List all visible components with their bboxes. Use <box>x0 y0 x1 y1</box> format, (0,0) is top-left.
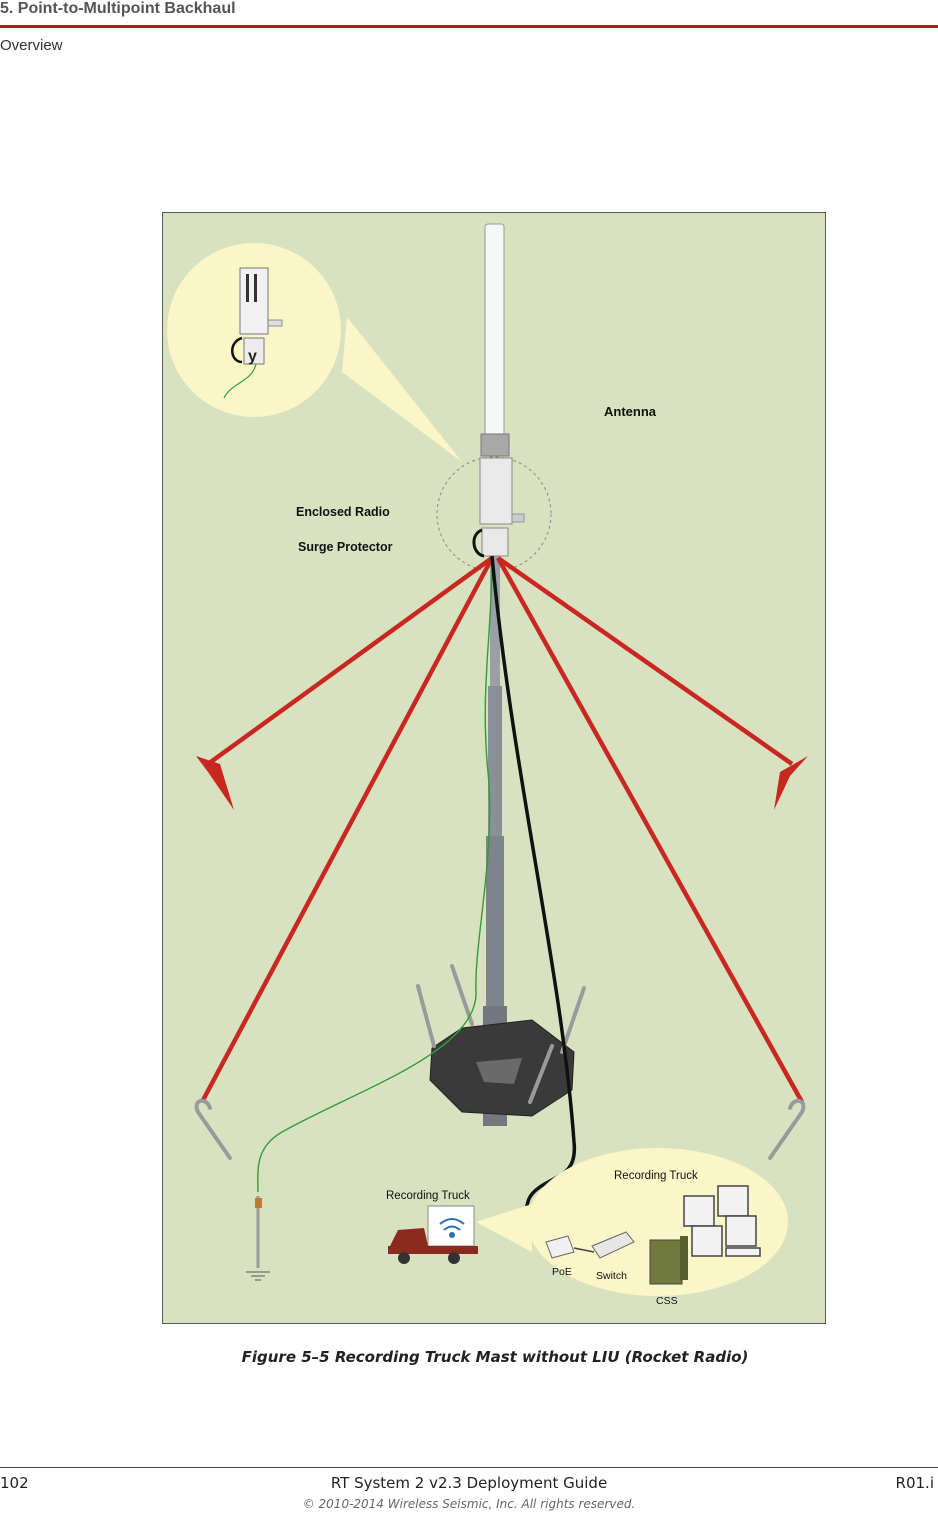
zoom-callout-radio: y <box>167 243 462 462</box>
surge-protector-label: Surge Protector <box>298 540 393 554</box>
switch-label: Switch <box>596 1270 627 1282</box>
enclosed-radio-label: Enclosed Radio <box>296 505 390 519</box>
chapter-title: 5. Point-to-Multipoint Backhaul <box>0 0 236 17</box>
zoom-callout-truck <box>476 1148 788 1296</box>
css-label: CSS <box>656 1295 678 1307</box>
guy-anchor-stakes <box>196 756 808 810</box>
header-rule <box>0 25 938 28</box>
copyright-notice: © 2010-2014 Wireless Seismic, Inc. All r… <box>302 1497 636 1511</box>
section-subtitle: Overview <box>0 37 63 54</box>
wifi-icon <box>439 1218 465 1238</box>
figure-caption: Figure 5–5 Recording Truck Mast without … <box>241 1348 749 1366</box>
mast-diagram-figure: y <box>162 212 826 1324</box>
monitor-icon <box>683 1185 761 1257</box>
document-title: RT System 2 v2.3 Deployment Guide <box>330 1474 608 1492</box>
network-switch-icon <box>591 1231 635 1259</box>
radio-surge-cable <box>472 528 485 558</box>
guy-wires <box>200 556 804 1104</box>
recording-truck-label: Recording Truck <box>386 1190 470 1202</box>
poe-injector-icon <box>545 1235 575 1259</box>
recording-truck-bubble-label: Recording Truck <box>614 1170 698 1182</box>
radio-enclosure-icon <box>479 457 525 525</box>
radio-enclosure-zoom-icon: y <box>223 267 283 399</box>
revision-label: R01.i <box>895 1474 934 1492</box>
svg-text:y: y <box>248 348 257 365</box>
mast-base-icon <box>429 1019 575 1117</box>
ethernet-cable <box>490 555 577 1244</box>
base-stakes <box>416 964 586 1104</box>
ground-rod-icon <box>246 1196 270 1281</box>
radio-highlight-circle <box>436 456 552 572</box>
surge-protector-icon <box>481 527 509 557</box>
poe-switch-cable <box>573 1247 595 1253</box>
page-number: 102 <box>0 1474 29 1492</box>
antenna-icon <box>480 223 510 457</box>
antenna-label: Antenna <box>604 404 657 419</box>
computer-tower-icon <box>649 1236 688 1285</box>
ground-wire <box>257 561 493 1193</box>
hook-stakes <box>194 1098 806 1160</box>
footer-rule <box>0 1467 938 1468</box>
poe-label: PoE <box>552 1266 572 1278</box>
